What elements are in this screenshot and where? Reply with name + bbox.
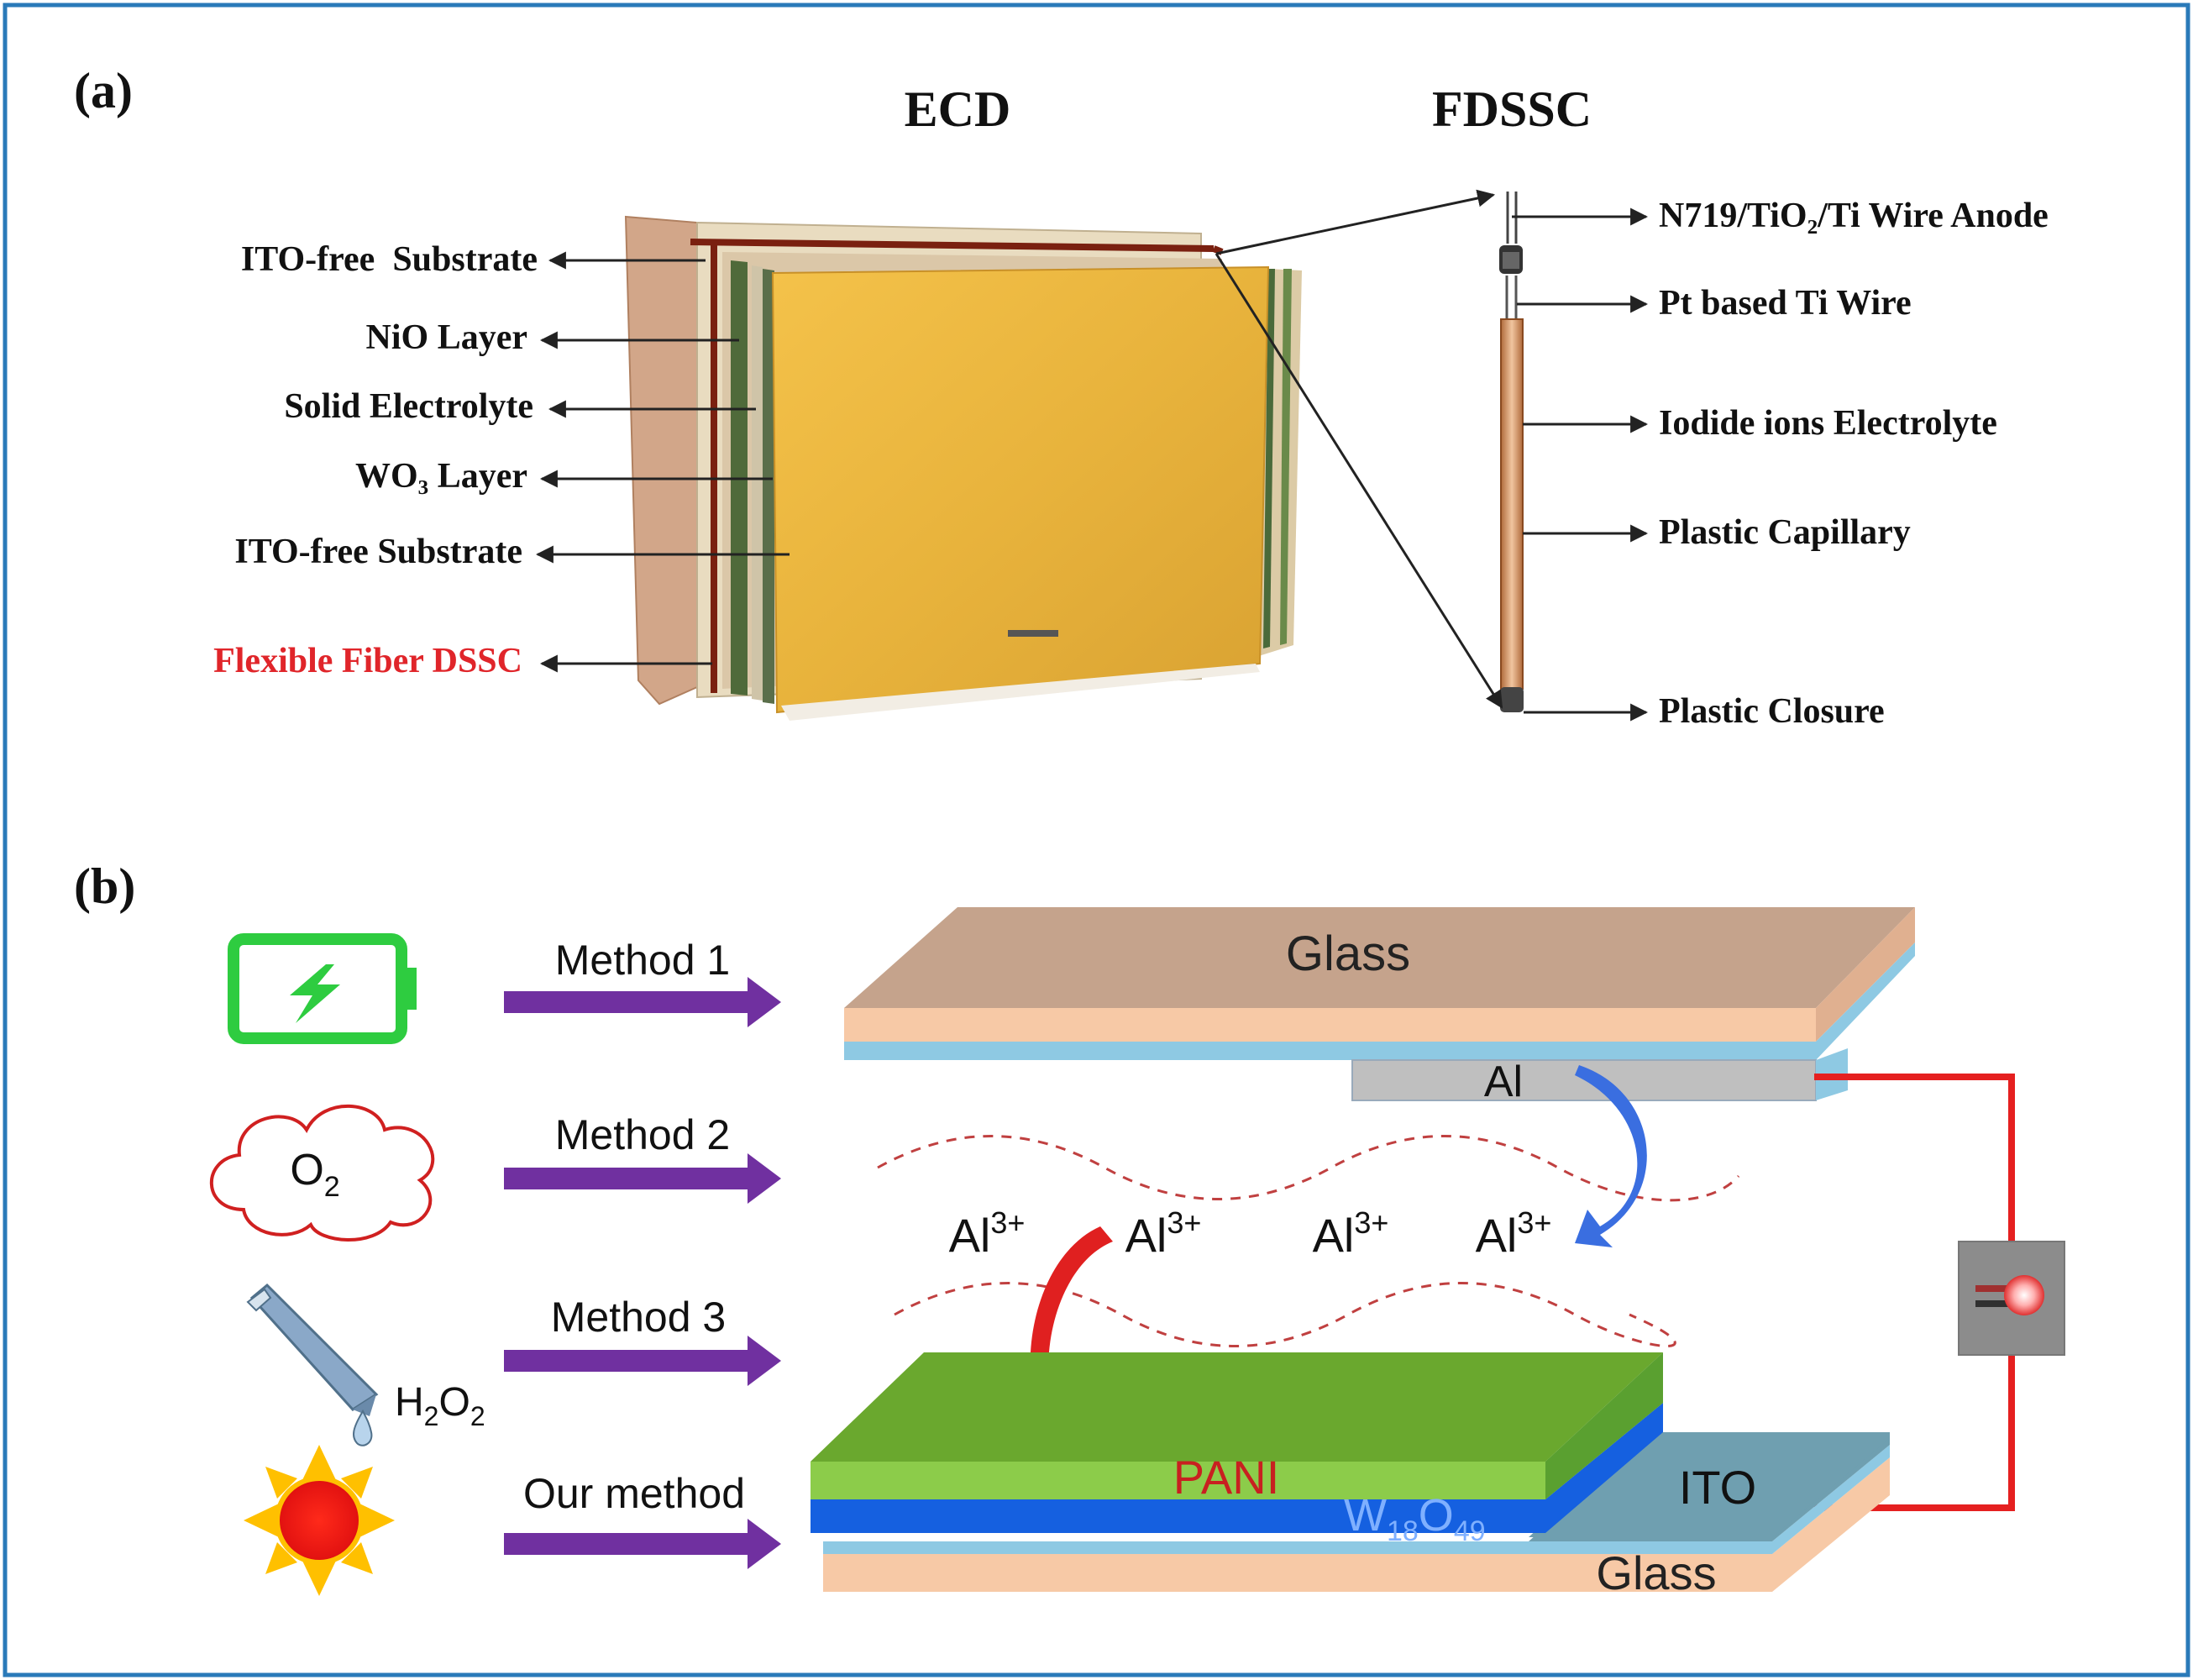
- electrolyte-boundary-top: [877, 1135, 1740, 1202]
- al-label: Al: [1484, 1058, 1523, 1106]
- circuit-wire: [1814, 1074, 2015, 1243]
- bottom-electrode-stack: PANI W18O49 ITO Glass: [811, 1352, 1890, 1599]
- top-glass-label: Glass: [1286, 927, 1410, 981]
- panel-b-tag: (b): [74, 858, 135, 914]
- ecd-device-illustration: [624, 215, 1302, 721]
- label-plastic-closure: Plastic Closure: [1659, 692, 1885, 731]
- top-glass-slab: Glass: [844, 907, 1915, 1060]
- method-2-arrow: [504, 1153, 781, 1204]
- battery-icon: [228, 933, 417, 1044]
- label-wo3-layer: WO₃ Layer: [355, 457, 527, 496]
- panel-a-tag: (a): [74, 63, 133, 118]
- label-pt-ti-wire: Pt based Ti Wire: [1659, 284, 1912, 323]
- fdssc-fiber-illustration: [1499, 192, 1524, 712]
- sun-icon: [244, 1445, 395, 1596]
- method-3-label: Method 3: [551, 1294, 726, 1341]
- ecd-title: ECD: [905, 81, 1011, 137]
- label-wire-anode: N719/TiO₂/Ti Wire Anode: [1659, 197, 2049, 235]
- method-1-arrow: [504, 977, 781, 1027]
- led-icon: [1958, 1241, 2065, 1356]
- ion-label: Al3+: [1125, 1205, 1202, 1262]
- label-ito-free-substrate-top: ITO-free Substrate: [241, 240, 538, 279]
- ion-label: Al3+: [1476, 1205, 1552, 1262]
- ion-label: Al3+: [949, 1205, 1026, 1262]
- fdssc-title: FDSSC: [1432, 81, 1592, 137]
- label-solid-electrolyte: Solid Electrolyte: [284, 387, 533, 426]
- bottom-glass-label: Glass: [1596, 1546, 1716, 1599]
- label-plastic-capillary: Plastic Capillary: [1659, 513, 1911, 552]
- panel-b: (b) O2 H2O2: [74, 858, 2065, 1599]
- pani-label: PANI: [1173, 1451, 1280, 1504]
- ion-label: Al3+: [1313, 1205, 1389, 1262]
- method-1-label: Method 1: [555, 937, 730, 984]
- method-3-arrow: [504, 1336, 781, 1386]
- dropper-icon: [246, 1283, 379, 1446]
- panel-a: (a) ECD FDSSC: [74, 63, 2049, 731]
- h2o2-label: H2O2: [395, 1380, 485, 1431]
- ecd-labels: ITO-free Substrate NiO Layer Solid Elect…: [213, 240, 790, 680]
- our-method-label: Our method: [523, 1470, 745, 1517]
- label-ito-free-substrate-bottom: ITO-free Substrate: [234, 533, 522, 571]
- oxidation-arrow: [1575, 1065, 1647, 1247]
- method-2-label: Method 2: [555, 1111, 730, 1158]
- cloud-icon: O2: [209, 1104, 435, 1242]
- method-arrows: Method 1 Method 2 Method 3 Our method: [504, 937, 781, 1569]
- our-method-arrow: [504, 1519, 781, 1569]
- o2-label: O2: [290, 1146, 339, 1203]
- electrolyte-boundary-bottom: [894, 1282, 1676, 1347]
- label-iodide-electrolyte: Iodide ions Electrolyte: [1659, 404, 1997, 443]
- al-electrode: Al: [1351, 1048, 1848, 1106]
- label-nio-layer: NiO Layer: [366, 318, 527, 357]
- w18o49-label: W18O49: [1344, 1490, 1486, 1547]
- outer-border: [3, 3, 2190, 1677]
- ito-label: ITO: [1679, 1461, 1756, 1514]
- label-flexible-fiber-dssc: Flexible Fiber DSSC: [213, 642, 522, 680]
- fdssc-labels: N719/TiO₂/Ti Wire Anode Pt based Ti Wire…: [1512, 197, 2049, 731]
- al-ions: Al3+ Al3+ Al3+ Al3+: [949, 1205, 1552, 1262]
